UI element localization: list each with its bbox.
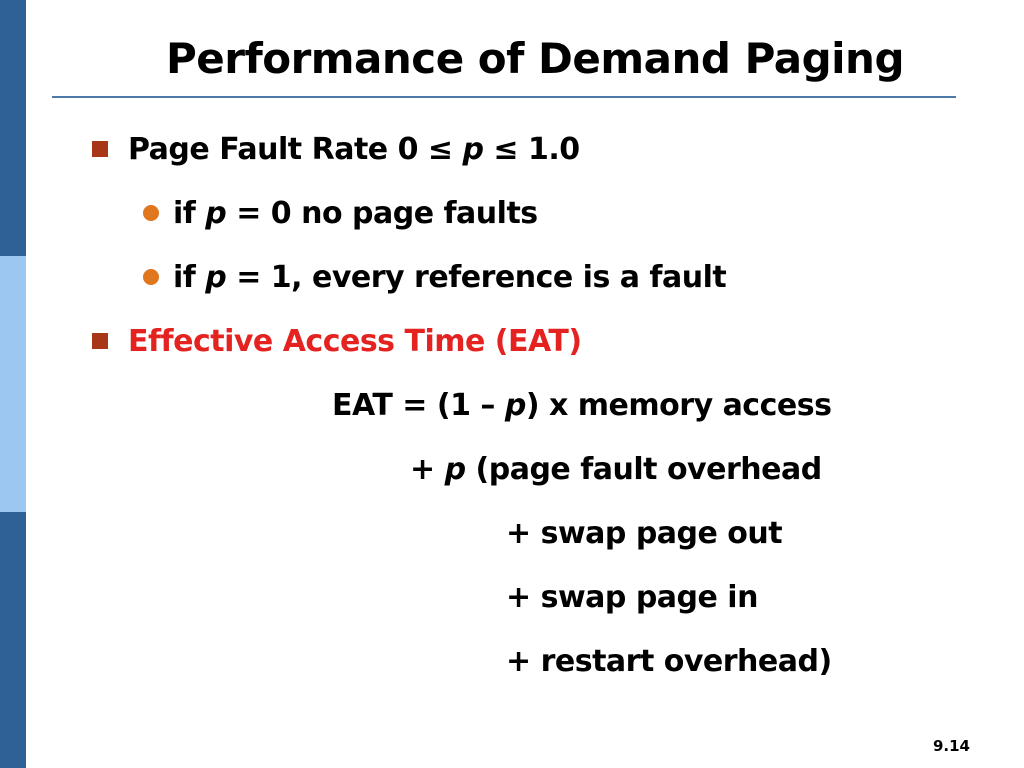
sidebar-segment-bottom — [0, 512, 26, 768]
page-number: 9.14 — [932, 737, 970, 755]
dot-bullet-icon — [143, 269, 159, 285]
formula-line-1: EAT = (1 – p) x memory access — [332, 386, 832, 426]
sidebar-stripe — [0, 0, 26, 768]
bullet-text: = 0 no page faults — [226, 196, 538, 231]
variable-p: p — [444, 452, 466, 487]
square-bullet-icon — [92, 141, 108, 157]
formula-line-5: + restart overhead) — [506, 644, 832, 679]
bullet-text: Page Fault Rate 0 ≤ — [128, 132, 463, 167]
formula-text: + — [410, 452, 445, 487]
subbullet-no-faults: if p = 0 no page faults — [173, 194, 538, 234]
formula-text: (page fault overhead — [465, 452, 823, 487]
bullet-text: = 1, every reference is a fault — [226, 260, 727, 295]
sidebar-segment-top — [0, 0, 26, 256]
dot-bullet-icon — [143, 205, 159, 221]
slide-title: Performance of Demand Paging — [165, 34, 905, 83]
variable-p: p — [462, 132, 484, 167]
variable-p: p — [205, 196, 227, 231]
formula-line-2: + p (page fault overhead — [410, 450, 822, 490]
bullet-text: ≤ 1.0 — [483, 132, 580, 167]
bullet-page-fault-rate: Page Fault Rate 0 ≤ p ≤ 1.0 — [128, 130, 580, 170]
title-underline — [52, 96, 956, 98]
formula-text: EAT = (1 – — [332, 388, 505, 423]
bullet-text: if — [173, 196, 206, 231]
square-bullet-icon — [92, 333, 108, 349]
bullet-effective-access-time: Effective Access Time (EAT) — [128, 324, 582, 359]
subbullet-every-fault: if p = 1, every reference is a fault — [173, 258, 727, 298]
variable-p: p — [504, 388, 526, 423]
formula-text: ) x memory access — [525, 388, 832, 423]
sidebar-segment-middle — [0, 256, 26, 512]
variable-p: p — [205, 260, 227, 295]
formula-line-3: + swap page out — [506, 516, 783, 551]
bullet-text: if — [173, 260, 206, 295]
formula-line-4: + swap page in — [506, 580, 758, 615]
